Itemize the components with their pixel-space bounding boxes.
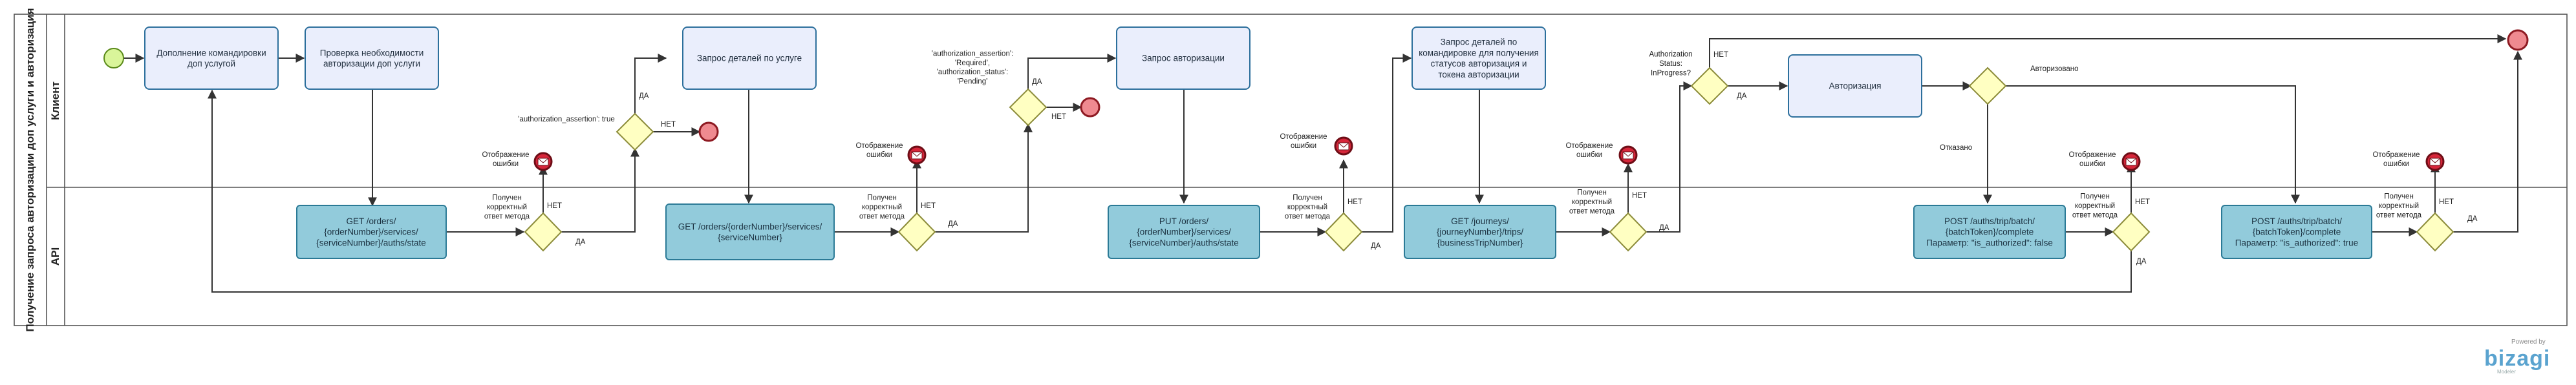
label-no: НЕТ [921,202,936,210]
exclusive-gateway [1690,67,1729,105]
task-add-service [144,26,279,90]
label-authorized: Авторизовано [2030,65,2079,73]
api-task-post-batch-false [1913,205,2066,259]
label-no: НЕТ [2135,198,2150,206]
api-task-get-journey [1404,205,1556,259]
label-no: НЕТ [1632,192,1647,200]
pool-frame [14,14,2568,326]
error-end-event [1334,136,1353,156]
exclusive-gateway [1009,88,1047,127]
error-end-event [907,145,927,165]
task-request-authorization-label: Запрос авторизации [1142,54,1225,63]
label-no: НЕТ [2439,198,2454,206]
error-end-event [533,152,553,171]
label-yes: ДА [1737,92,1747,100]
label-yes: ДА [948,220,958,228]
exclusive-gateway [1968,67,2007,105]
label-yes: ДА [1371,242,1381,250]
sequence-flows [123,34,2522,293]
label-no: НЕТ [1713,51,1728,59]
task-authorization [1788,54,1922,118]
label-no: НЕТ [1347,198,1362,206]
exclusive-gateway [616,112,654,151]
end-event [2507,29,2529,51]
task-request-service-details-label: Запрос деталей по услуге [697,54,802,63]
task-request-service-details [682,26,817,90]
api-task-post-batch-true-label: POST /auths/trip/batch/{batchToken}/comp… [2235,216,2358,248]
error-end-event [2425,152,2445,171]
modeler-text: Modeler [2497,369,2516,375]
exclusive-gateway [524,212,563,252]
exclusive-gateway [2112,212,2151,252]
api-task-get-auth-state-label: GET /orders/{orderNumber}/services/{serv… [316,216,426,248]
error-end-event [2121,152,2141,171]
pool-title: Получение запроса авторизации доп услуги… [24,8,36,331]
exclusive-gateway [2416,212,2454,252]
api-task-put-auth-state-label: PUT /orders/{orderNumber}/services/{serv… [1129,216,1239,248]
label-yes: ДА [1659,224,1669,232]
task-check-auth-need [305,26,439,90]
api-task-get-journey-label: GET /journeys/{journeyNumber}/trips/{bus… [1437,216,1524,248]
task-request-authorization [1116,26,1250,90]
label-yes: ДА [639,92,649,100]
lane-title-client: Клиент [49,81,61,120]
label-no: НЕТ [661,121,676,129]
label-yes: ДА [2136,258,2147,265]
powered-by-text: Powered by [2511,338,2546,346]
bizagi-logo: bizagi [2484,346,2550,371]
api-task-post-batch-true [2221,205,2372,259]
label-yes: ДА [575,238,586,246]
label-no: НЕТ [1051,113,1066,121]
end-event [698,121,719,142]
label-condition: 'authorization_assertion':'Required','au… [932,50,1014,86]
api-task-put-auth-state [1108,205,1260,259]
api-task-get-service-label: GET /orders/{orderNumber}/services/{serv… [678,222,822,242]
error-end-event [1618,145,1638,165]
exclusive-gateway [897,212,936,252]
task-authorization-label: Авторизация [1829,81,1882,91]
start-event [103,48,124,68]
label-declined: Отказано [1940,144,1972,152]
exclusive-gateway [1324,212,1363,252]
api-task-post-batch-false-label: POST /auths/trip/batch/{batchToken}/comp… [1926,216,2053,248]
label-condition: 'authorization_assertion': true [518,116,615,123]
label-yes: ДА [2467,215,2478,223]
end-event [1080,97,1100,118]
task-request-trip-details [1411,26,1546,90]
label-no: НЕТ [547,202,562,210]
api-task-get-auth-state [296,205,447,259]
api-task-get-service [665,203,835,260]
label-yes: ДА [1032,78,1042,86]
exclusive-gateway [1609,212,1648,252]
lane-title-api: API [49,247,61,265]
